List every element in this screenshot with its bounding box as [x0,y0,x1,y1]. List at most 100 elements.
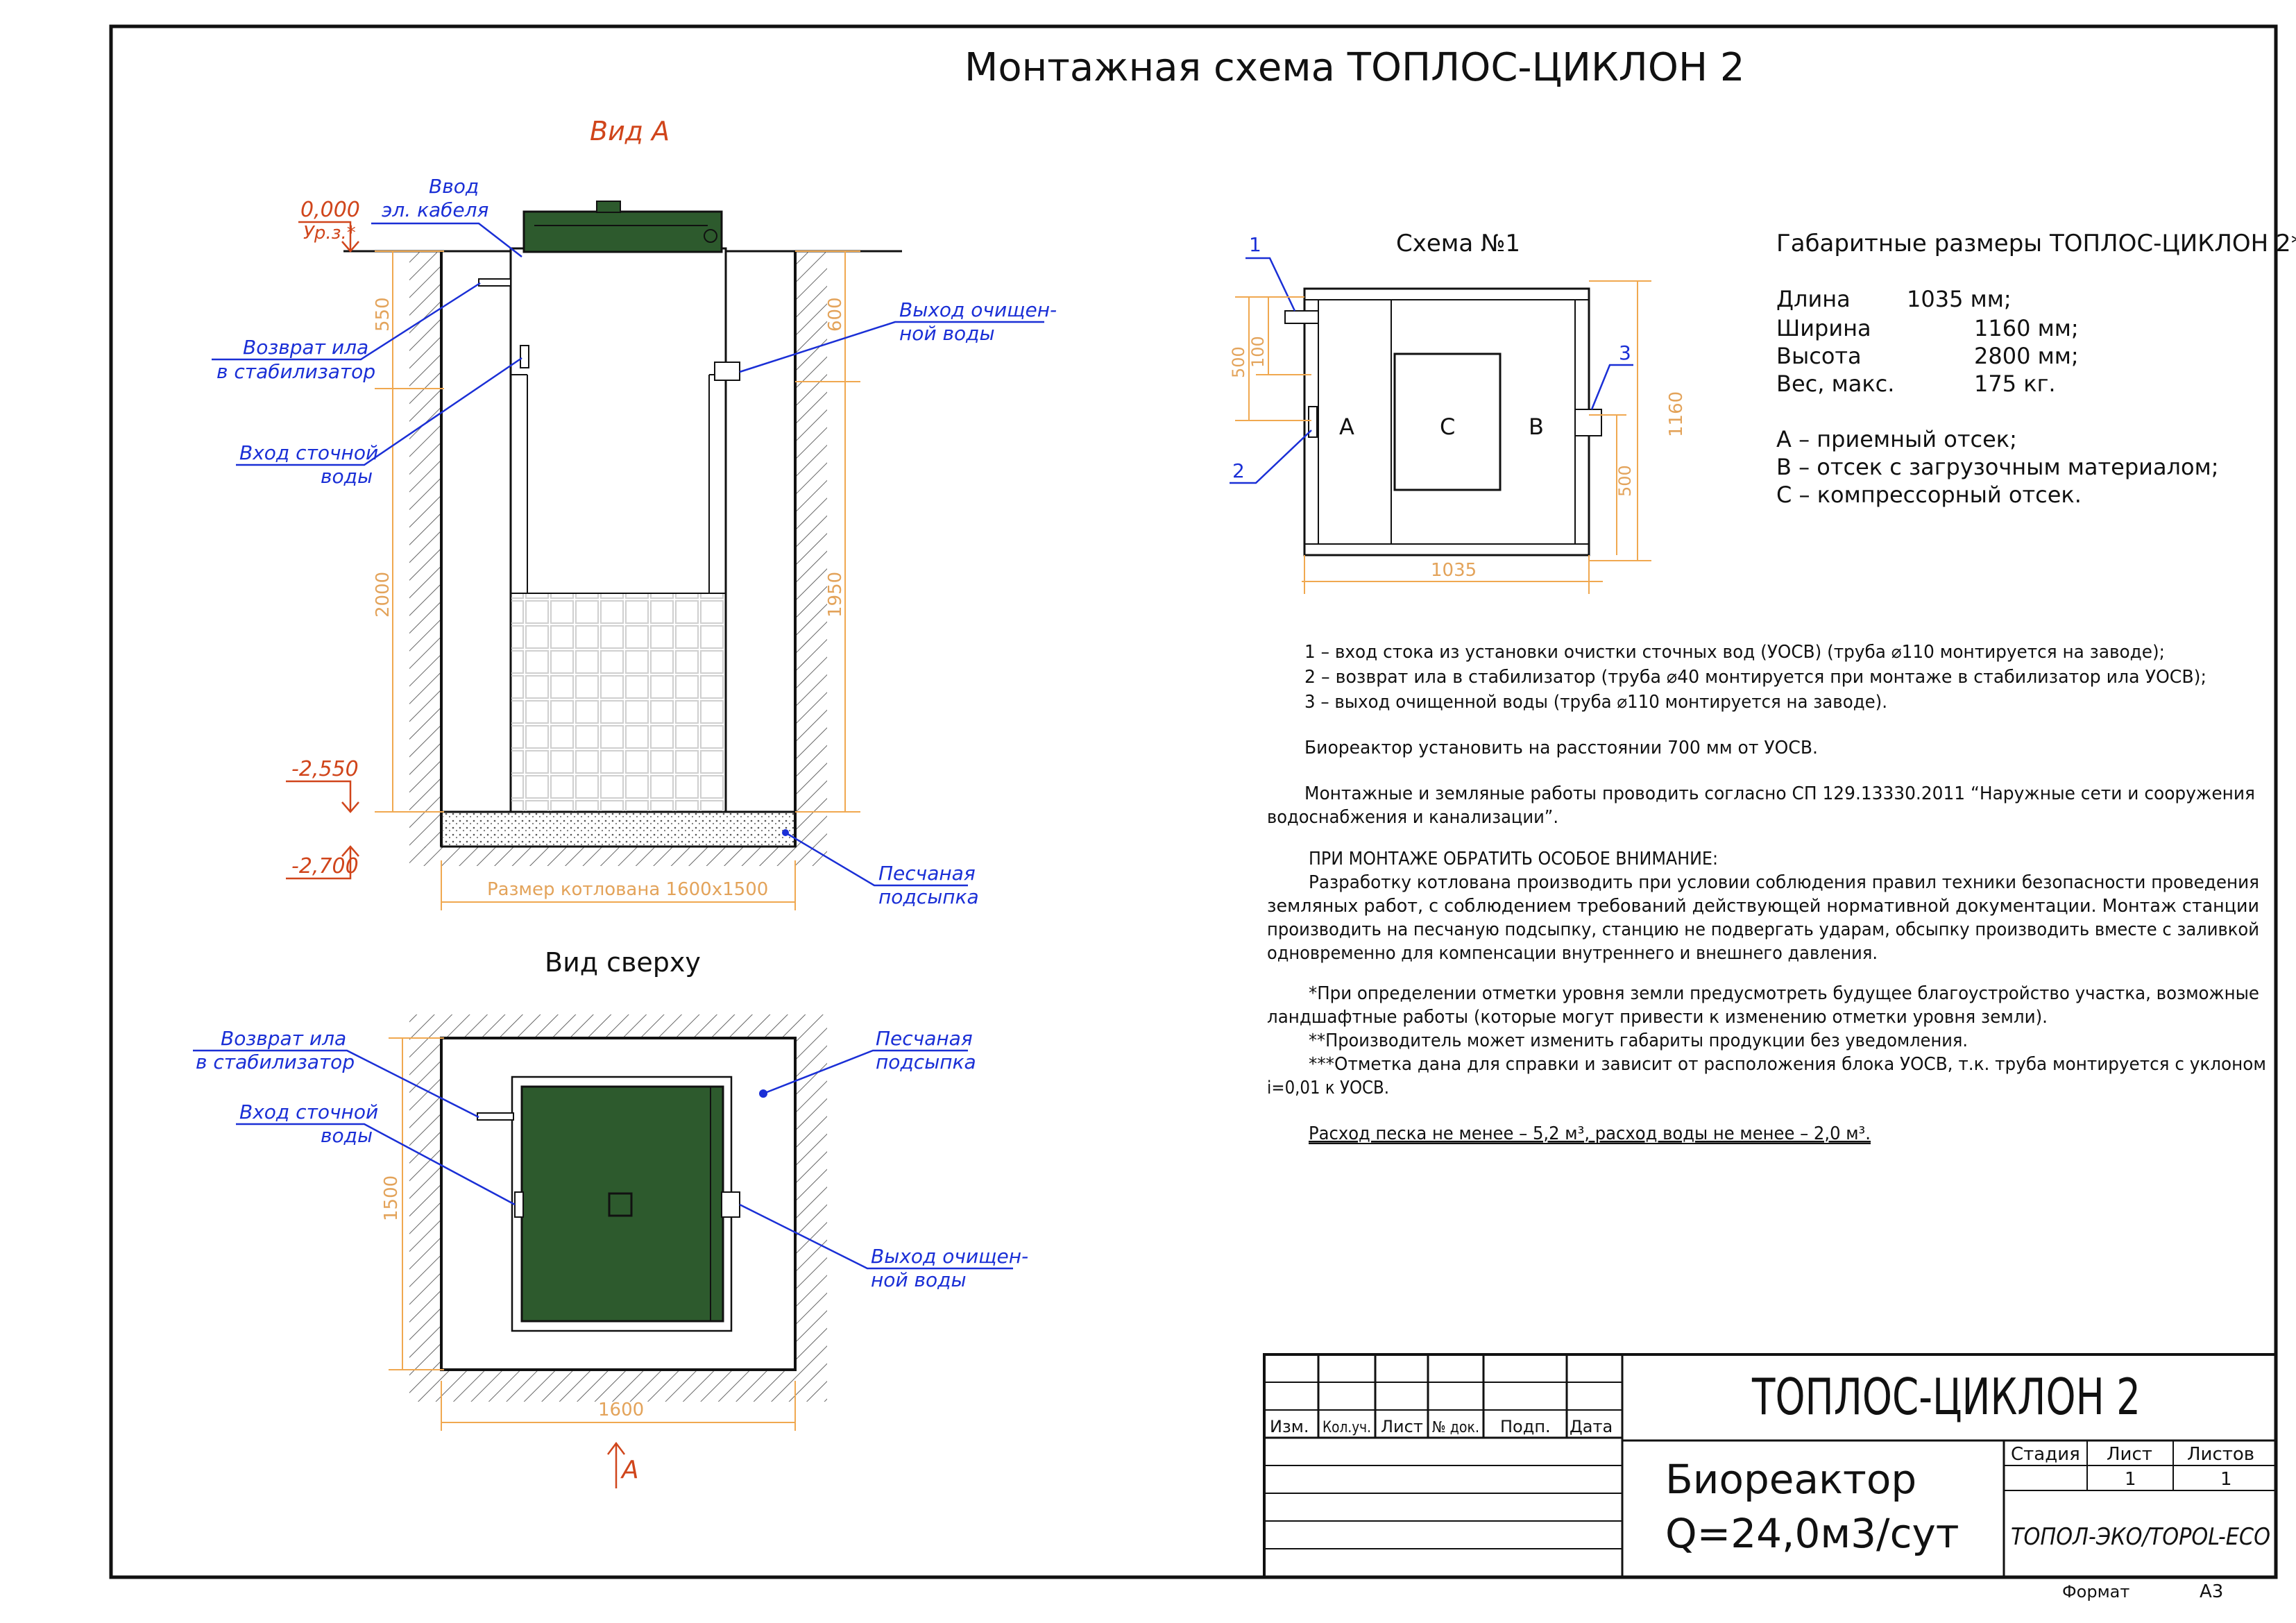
note-star-3: **Производитель может изменить габариты … [1309,1030,1968,1051]
scheme-comp-c: C [1440,414,1455,440]
label-wastewater-in-2: воды [321,465,373,488]
top-wastewater-pipe [514,1191,524,1218]
label-sand-2: подсыпка [878,885,979,908]
tb-header-4: Подп. [1500,1417,1551,1436]
sheet-title: Монтажная схема ТОПЛОС-ЦИКЛОН 2 [964,45,1744,90]
tb-header-2: Лист [1381,1417,1423,1436]
top-view-title: Вид сверху [545,947,701,978]
label-clean-out-2: ной воды [899,322,995,345]
level-zero: 0,000 [300,198,360,222]
tb-format-label: Формат [2062,1582,2129,1601]
dim-600: 600 [825,297,846,332]
label-cable-in-2: эл. кабеля [382,198,488,221]
top-hatch-square [608,1192,633,1217]
tb-product: ТОПЛОС-ЦИКЛОН 2 [1751,1368,2141,1426]
dim-row-3-value: 175 кг. [1974,371,2056,397]
soil-hatch-bottom [409,847,827,866]
note-star-5: i=0,01 к УОСВ. [1267,1078,1389,1098]
scheme-1: Схема №1 A C B 1 2 3 500 100 1160 [1229,230,1687,594]
note-star-1: *При определении отметки уровня земли пр… [1309,983,2259,1004]
note-list-1: 2 – возврат ила в стабилизатор (труба ⌀4… [1304,667,2206,688]
scheme-dim-1035: 1035 [1431,560,1477,581]
top-arrow-label: А [620,1456,639,1484]
tb-sheet-label: Лист [2107,1444,2152,1465]
dim-row-2-label: Высота [1776,343,1862,369]
note-para-3: производить на песчаную подсыпку, станци… [1267,919,2259,940]
sludge-return-pipe [478,278,511,287]
top-clean-out-pipe [721,1191,740,1218]
top-label-wastewater-2: воды [321,1124,373,1147]
tb-header-1: Кол.уч. [1323,1419,1371,1436]
notes-block: 1 – вход стока из установки очистки сточ… [1267,642,2266,1144]
label-sand-1: Песчаная [878,862,976,885]
scheme-dim-100: 100 [1248,336,1268,368]
tb-header-5: Дата [1570,1417,1613,1436]
top-dim-1500: 1500 [381,1175,402,1221]
note-para-2: земляных работ, с соблюдением требований… [1267,896,2259,917]
compartment-0: А – приемный отсек; [1776,426,2017,452]
scheme-pipe-2 [1308,406,1318,438]
tb-company: ТОПОЛ-ЭКО/TOPOL-ECO [2011,1523,2270,1551]
scheme-comp-a: A [1339,414,1354,440]
dim-row-2-value: 2800 мм; [1974,343,2079,369]
tank-media [510,593,726,813]
label-wastewater-in-1: Вход сточной [239,441,378,464]
tb-sheets-value: 1 [2220,1469,2232,1490]
note-consumption: Расход песка не менее – 5,2 м³, расход в… [1309,1123,1871,1144]
top-label-clean-out-1: Выход очищен- [871,1245,1028,1268]
note-star-2: ландшафтные работы (которые могут привес… [1267,1007,2048,1028]
dim-2000: 2000 [373,572,393,618]
scheme-1-title: Схема №1 [1396,230,1520,257]
pit-size: Размер котлована 1600х1500 [487,879,768,900]
label-clean-out-1: Выход очищен- [899,298,1057,321]
tb-sheet-value: 1 [2125,1469,2136,1490]
tb-name-1: Биореактор [1665,1456,1916,1503]
level-2700: -2,700 [291,854,359,878]
dim-row-0-value: 1035 мм; [1907,286,2012,312]
dim-row-1-value: 1160 мм; [1974,315,2079,341]
tb-header-0: Изм. [1270,1417,1309,1436]
dim-row-1-label: Ширина [1776,315,1871,341]
scheme-pipe-1 [1284,310,1319,324]
view-a-title: Вид А [590,116,670,146]
top-sludge-pipe [477,1112,514,1121]
dimensions-block: Габаритные размеры ТОПЛОС-ЦИКЛОН 2**: Дл… [1776,230,2296,508]
scheme-dim-1160: 1160 [1666,391,1687,437]
scheme-compressor-box [1393,352,1502,491]
label-cable-in-1: Ввод [429,175,479,198]
tb-format-value: А3 [2200,1581,2223,1602]
note-list-2: 3 – выход очищенной воды (труба ⌀110 мон… [1304,692,1887,713]
note-works-1: Монтажные и земляные работы проводить со… [1304,783,2255,804]
scheme-pipe-3 [1574,409,1602,436]
top-label-clean-out-2: ной воды [871,1268,967,1291]
label-sludge-return-1: Возврат ила [243,336,368,359]
top-label-sludge-2: в стабилизатор [196,1051,355,1073]
scheme-mark-3: 3 [1619,341,1631,364]
note-works-2: водоснабжения и канализации”. [1267,807,1558,828]
note-para-1: Разработку котлована производить при усл… [1309,872,2259,893]
tb-header-3: № док. [1432,1419,1479,1436]
top-dim-1600: 1600 [598,1400,644,1420]
top-view: Вид сверху 1500 1600 А Возврат ила в ста… [193,947,1028,1488]
title-block: Изм. Кол.уч. Лист № док. Подп. Дата ТОПЛ… [1263,1353,2277,1602]
compartment-2: С – компрессорный отсек. [1776,482,2082,508]
top-label-wastewater-1: Вход сточной [239,1101,378,1123]
dimensions-heading: Габаритные размеры ТОПЛОС-ЦИКЛОН 2**: [1776,230,2296,257]
note-star-4: ***Отметка дана для справки и зависит от… [1309,1054,2266,1075]
scheme-mark-2: 2 [1232,459,1245,482]
label-sludge-return-2: в стабилизатор [216,360,375,383]
dim-row-3-label: Вес, макс. [1776,371,1894,397]
dim-1950: 1950 [825,572,846,618]
top-label-sand-2: подсыпка [876,1051,976,1073]
compartment-1: В – отсек с загрузочным материалом; [1776,454,2219,480]
tank-lid [522,210,723,253]
scheme-comp-b: B [1529,414,1544,440]
scheme-dim-500-left: 500 [1229,346,1248,378]
top-tank-lid [520,1085,724,1323]
scheme-mark-1: 1 [1249,233,1261,256]
note-attention: ПРИ МОНТАЖЕ ОБРАТИТЬ ОСОБОЕ ВНИМАНИЕ: [1309,849,1718,869]
note-list-0: 1 – вход стока из установки очистки сточ… [1304,642,2165,663]
tb-name-2: Q=24,0м3/сут [1665,1510,1959,1557]
wastewater-in-pipe [520,345,529,368]
